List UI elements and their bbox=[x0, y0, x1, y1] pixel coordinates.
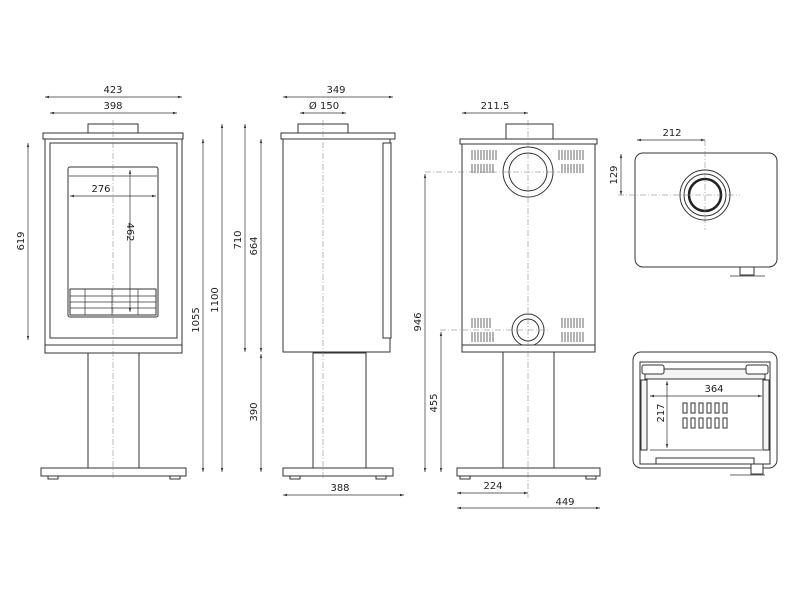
dim-firebox-height: 462 bbox=[124, 222, 135, 241]
dim-top-flue-x: 212 bbox=[662, 128, 681, 139]
dim-flue-offset: 211.5 bbox=[481, 101, 510, 112]
dim-base-depth: 388 bbox=[330, 483, 349, 494]
dim-pedestal-height: 390 bbox=[249, 402, 260, 421]
dim-firebox-width: 276 bbox=[91, 184, 110, 195]
dim-section-firebox-depth: 217 bbox=[656, 403, 667, 422]
dim-door-height: 619 bbox=[16, 231, 27, 250]
dim-side-depth: 349 bbox=[326, 85, 345, 96]
dim-rear-flue-top-height: 946 bbox=[413, 312, 424, 331]
dim-rear-flue-low-height: 455 bbox=[429, 393, 440, 412]
dim-total-height: 1100 bbox=[210, 287, 221, 312]
back-view: 211.5 946 455 224 449 bbox=[413, 101, 601, 510]
dim-top-flue-y: 129 bbox=[609, 165, 620, 184]
top-view: 212 129 bbox=[609, 128, 778, 277]
front-view: 423 398 276 462 619 1055 1100 bbox=[16, 85, 224, 480]
dim-flue-axis-height: 710 bbox=[233, 230, 244, 249]
dim-front-width-inner: 398 bbox=[103, 101, 122, 112]
dim-side-body-height: 664 bbox=[249, 236, 260, 255]
grate-slots bbox=[682, 402, 728, 429]
section-view: 364 217 bbox=[632, 351, 778, 476]
dim-base-half-width: 224 bbox=[483, 481, 502, 492]
vent-slots bbox=[471, 150, 584, 342]
dim-base-width: 449 bbox=[555, 497, 574, 508]
dim-body-height: 1055 bbox=[191, 307, 202, 332]
dim-front-width-outer: 423 bbox=[103, 85, 122, 96]
dim-section-firebox-width: 364 bbox=[704, 384, 723, 395]
side-view: 349 Ø 150 710 664 390 388 bbox=[233, 85, 404, 497]
dim-flue-diameter: Ø 150 bbox=[309, 100, 339, 112]
